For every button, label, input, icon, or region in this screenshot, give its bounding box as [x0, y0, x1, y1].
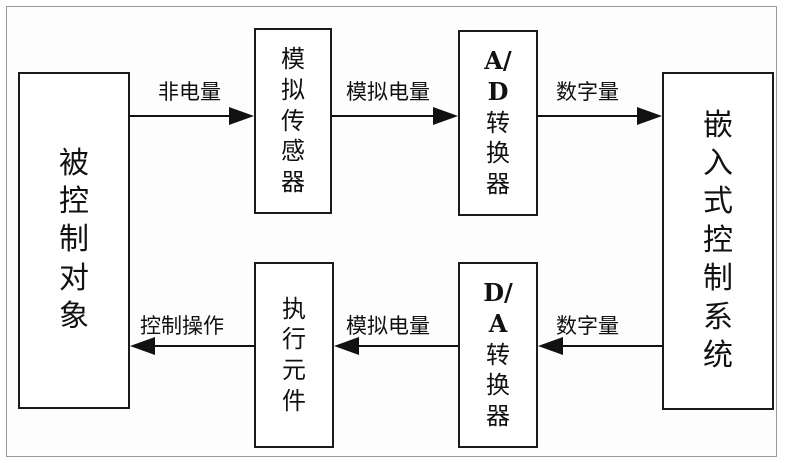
label-digital-top: 数字量: [556, 80, 619, 104]
arrowhead-analog-bottom: [334, 337, 359, 355]
actuator-block: 执 行 元 件: [254, 262, 334, 448]
arrowhead-non-electric: [229, 107, 254, 125]
embedded-control-system-block: 嵌 入 式 控 制 系 统: [662, 72, 774, 410]
label-analog-bottom: 模拟电量: [346, 314, 430, 338]
arrowhead-analog-top: [433, 107, 458, 125]
arrowhead-digital-bottom: [538, 337, 563, 355]
diagram-frame: [6, 6, 777, 457]
label-digital-bottom: 数字量: [556, 314, 619, 338]
label-analog-top: 模拟电量: [346, 80, 430, 104]
label-non-electric: 非电量: [158, 80, 221, 104]
analog-sensor-block: 模 拟 传 感 器: [254, 28, 332, 214]
ad-converter-block: A/ D 转 换 器: [458, 30, 538, 216]
da-converter-block: D/ A 转 换 器: [458, 262, 538, 448]
label-control-op: 控制操作: [140, 314, 224, 338]
controlled-object-block: 被 控 制 对 象: [18, 72, 130, 409]
arrowhead-control-op: [130, 337, 155, 355]
arrowhead-digital-top: [637, 107, 662, 125]
